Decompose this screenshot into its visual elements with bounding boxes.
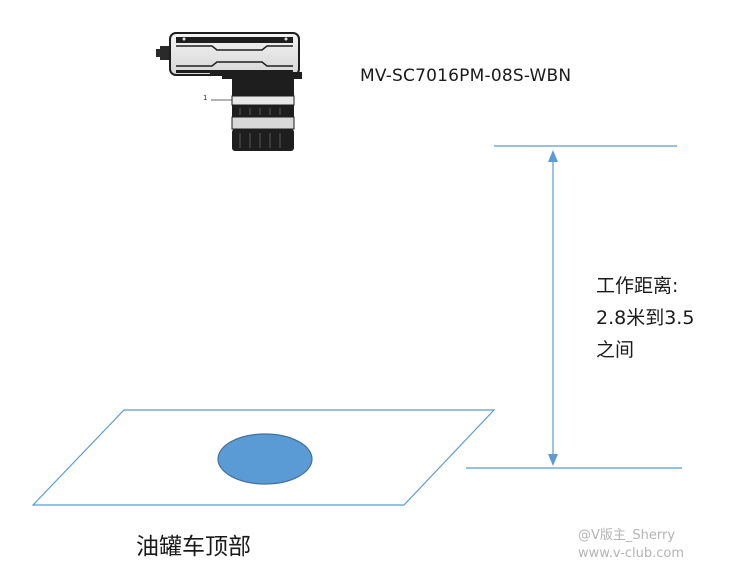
working-distance-title: 工作距离:: [596, 275, 679, 297]
tank-top-label: 油罐车顶部: [136, 534, 251, 560]
watermark-site: www.v-club.com: [578, 546, 685, 561]
camera-model-label: MV-SC7016PM-08S-WBN: [360, 66, 572, 86]
tank-hatch-ellipse: [217, 433, 313, 485]
watermark-author: @V版主_Sherry: [578, 528, 676, 543]
industrial-camera-icon: [156, 32, 302, 151]
distance-arrow: [548, 150, 558, 466]
working-distance-suffix: 之间: [596, 339, 635, 361]
lens-mark: 1: [203, 94, 208, 102]
working-distance-range: 2.8米到3.5: [596, 307, 695, 329]
